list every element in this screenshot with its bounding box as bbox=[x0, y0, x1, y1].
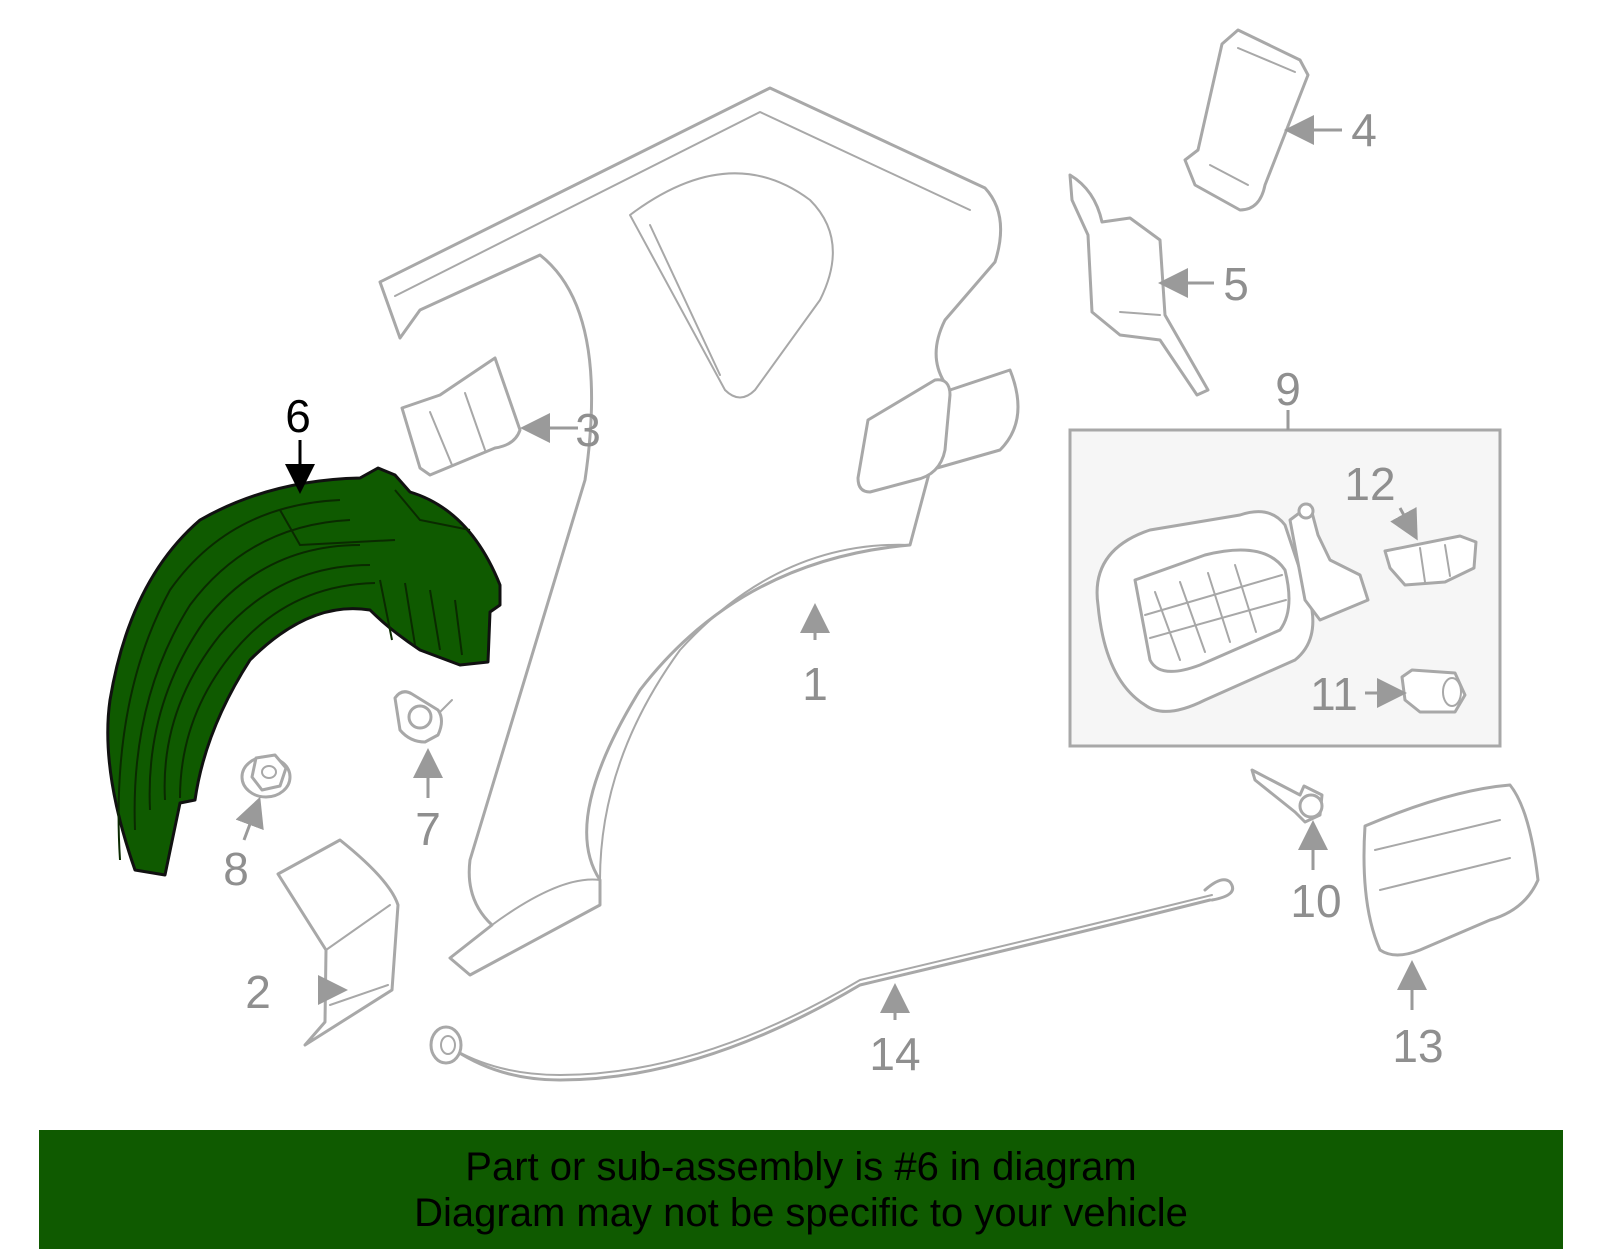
callout-12: 12 bbox=[1344, 458, 1395, 510]
callout-7: 7 bbox=[415, 803, 441, 855]
callout-1: 1 bbox=[802, 658, 828, 710]
banner-line-disclaimer: Diagram may not be specific to your vehi… bbox=[414, 1191, 1188, 1235]
callout-9: 9 bbox=[1275, 363, 1301, 415]
push-clip-part-7 bbox=[393, 690, 453, 744]
plate-part-3 bbox=[400, 356, 522, 477]
notice-banner: Part or sub-assembly is #6 in diagram Di… bbox=[39, 1130, 1563, 1249]
callout-8: 8 bbox=[223, 843, 249, 895]
release-cable-part-14 bbox=[429, 878, 1235, 1082]
quarter-panel-part-1 bbox=[378, 86, 1020, 977]
callout-labels: 1 2 3 4 5 6 7 8 9 10 11 12 13 14 bbox=[223, 104, 1443, 1080]
bracket-part-4 bbox=[1183, 28, 1310, 212]
fuel-door-part-13 bbox=[1362, 783, 1540, 957]
callout-4: 4 bbox=[1351, 104, 1377, 156]
callout-5: 5 bbox=[1223, 258, 1249, 310]
reinforcement-part-5 bbox=[1068, 173, 1210, 397]
fuel-door-housing-inset-part-9 bbox=[1068, 428, 1502, 748]
callout-11: 11 bbox=[1310, 668, 1358, 720]
wheel-liner-part-6 bbox=[106, 466, 502, 877]
callout-2: 2 bbox=[245, 966, 271, 1018]
callout-10: 10 bbox=[1290, 875, 1341, 927]
banner-line-part-reference: Part or sub-assembly is #6 in diagram bbox=[465, 1145, 1137, 1189]
callout-3: 3 bbox=[575, 404, 601, 456]
bolt-part-10 bbox=[1250, 768, 1324, 824]
nut-part-8 bbox=[240, 753, 292, 799]
callout-13: 13 bbox=[1392, 1020, 1443, 1072]
callout-6: 6 bbox=[285, 390, 311, 442]
leader-lines bbox=[235, 115, 1427, 1020]
callout-14: 14 bbox=[869, 1028, 920, 1080]
bracket-part-2 bbox=[276, 838, 400, 1047]
